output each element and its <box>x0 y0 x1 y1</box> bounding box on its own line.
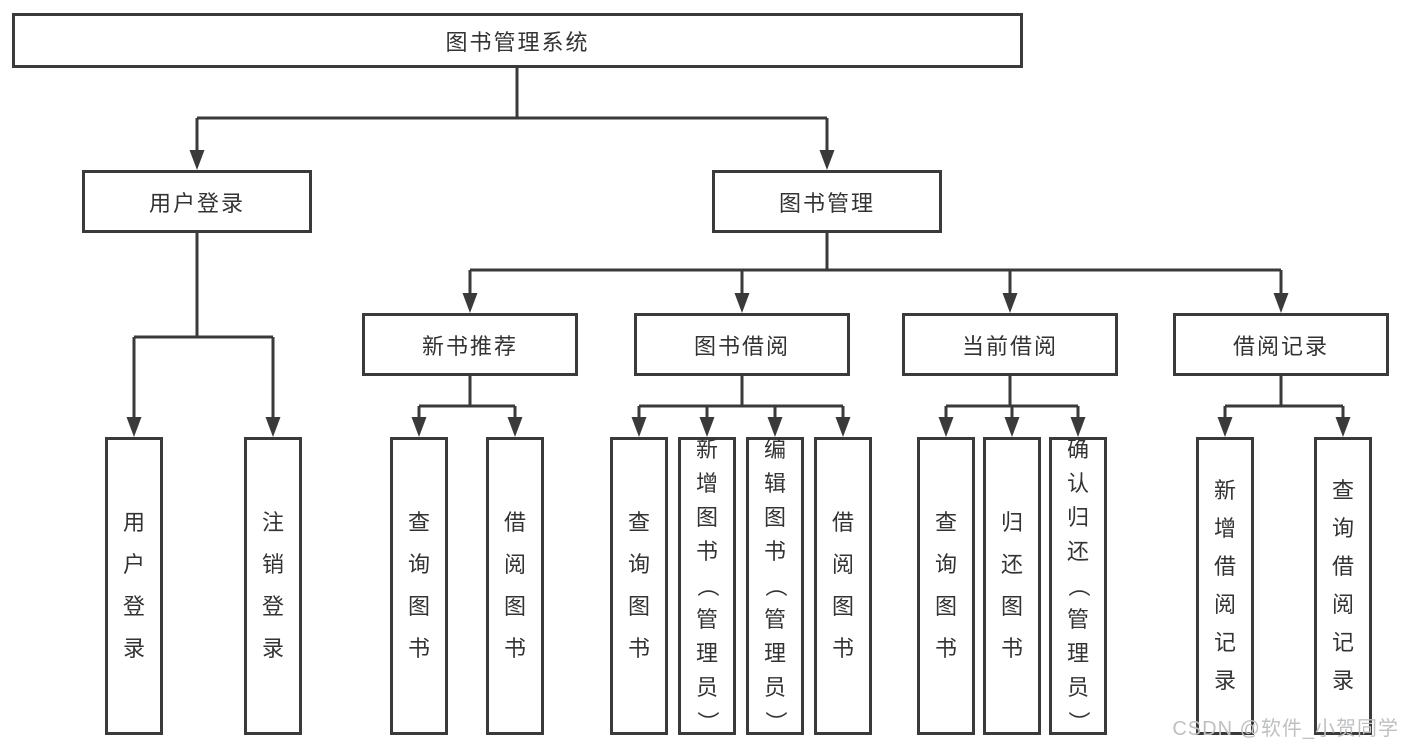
node-root: 图书管理系统 <box>12 13 1023 68</box>
node-book-borrowing: 图书借阅 <box>634 313 850 376</box>
node-new-book-recommend: 新书推荐 <box>362 313 578 376</box>
watermark-text: CSDN @软件_小贺同学 <box>1172 718 1399 740</box>
node-book-management: 图书管理 <box>712 170 942 233</box>
node-user-login: 用户登录 <box>82 170 312 233</box>
leaf-add-book-admin: 新增图书（管理员） <box>678 437 736 735</box>
leaf-user-login: 用户登录 <box>105 437 163 735</box>
node-current-borrowing: 当前借阅 <box>902 313 1118 376</box>
leaf-query-books-borrowing: 查询图书 <box>610 437 668 735</box>
tree-edges <box>132 66 1345 420</box>
arrowhead-icons <box>126 150 1351 437</box>
leaf-return-books: 归还图书 <box>983 437 1041 735</box>
leaf-confirm-return-admin: 确认归还（管理员） <box>1049 437 1107 735</box>
leaf-edit-book-admin: 编辑图书（管理员） <box>746 437 804 735</box>
leaf-borrow-books-recommend: 借阅图书 <box>486 437 544 735</box>
node-borrow-records: 借阅记录 <box>1173 313 1389 376</box>
leaf-logout: 注销登录 <box>244 437 302 735</box>
leaf-query-borrow-record: 查询借阅记录 <box>1314 437 1372 735</box>
leaf-borrow-books-borrowing: 借阅图书 <box>814 437 872 735</box>
leaf-add-borrow-record: 新增借阅记录 <box>1196 437 1254 735</box>
leaf-query-books-recommend: 查询图书 <box>390 437 448 735</box>
leaf-query-books-current: 查询图书 <box>917 437 975 735</box>
